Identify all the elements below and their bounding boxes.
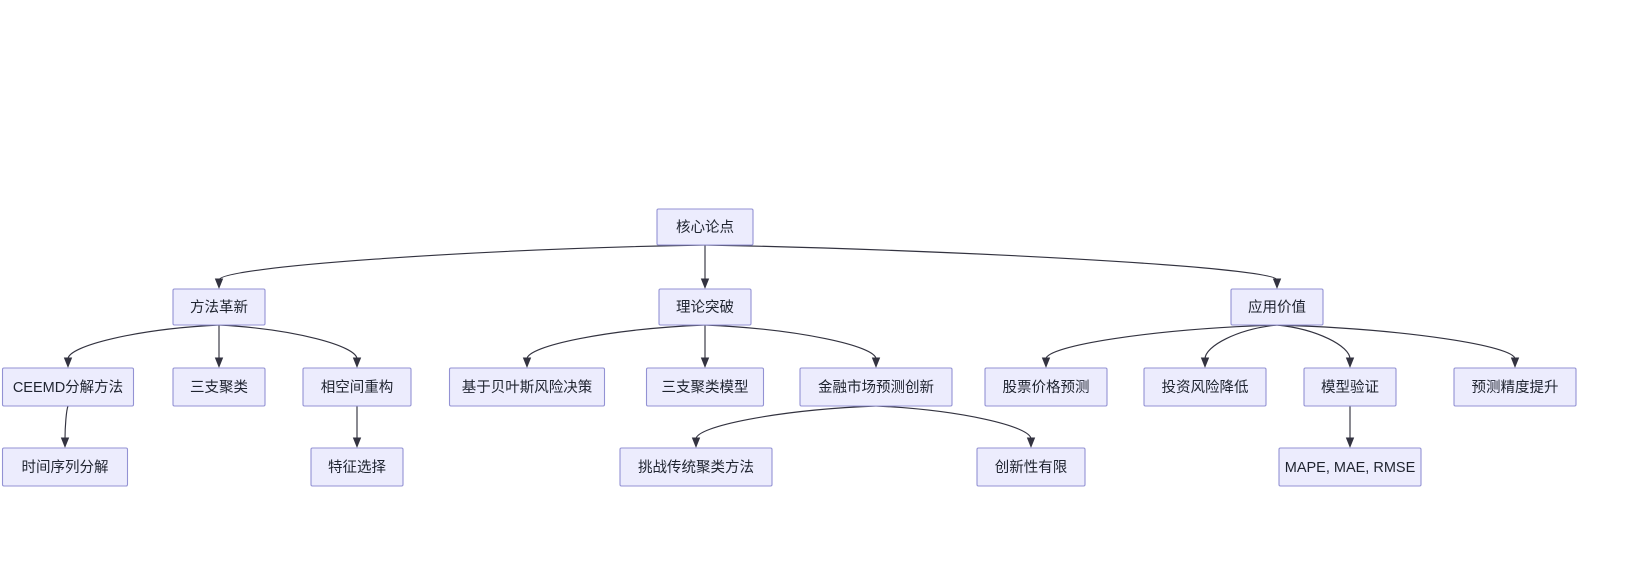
- node-n6[interactable]: 相空间重构: [302, 367, 412, 407]
- node-n9[interactable]: 金融市场预测创新: [799, 367, 953, 407]
- node-box[interactable]: [310, 447, 404, 487]
- node-label: 预测精度提升: [1472, 379, 1559, 396]
- node-box[interactable]: [1230, 288, 1324, 326]
- node-n17[interactable]: 创新性有限: [976, 447, 1086, 487]
- node-label: 股票价格预测: [1003, 379, 1090, 396]
- node-box[interactable]: [1453, 367, 1577, 407]
- arrowhead-n0-to-n3: [1272, 278, 1282, 289]
- node-n14[interactable]: 时间序列分解: [1, 447, 129, 487]
- node-n1[interactable]: 方法革新: [172, 288, 266, 326]
- arrowhead-n6-to-n15: [352, 437, 362, 448]
- node-box[interactable]: [656, 208, 754, 246]
- arrowhead-n9-to-n17: [1026, 437, 1036, 448]
- edge-n9-to-n16: [695, 405, 877, 440]
- arrowhead-n3-to-n11: [1200, 357, 1210, 368]
- node-label: 理论突破: [676, 299, 734, 316]
- node-box[interactable]: [1, 447, 129, 487]
- arrowhead-n1-to-n4: [63, 357, 73, 368]
- node-box[interactable]: [619, 447, 773, 487]
- node-box[interactable]: [302, 367, 412, 407]
- node-n18[interactable]: MAPE, MAE, RMSE: [1278, 447, 1422, 487]
- node-n7[interactable]: 基于贝叶斯风险决策: [448, 367, 606, 407]
- node-n3[interactable]: 应用价值: [1230, 288, 1324, 326]
- edge-n3-to-n13: [1276, 324, 1516, 360]
- node-box[interactable]: [799, 367, 953, 407]
- node-box[interactable]: [448, 367, 606, 407]
- arrowhead-n3-to-n12: [1345, 357, 1355, 368]
- node-label: 三支聚类: [190, 379, 248, 396]
- node-label: 挑战传统聚类方法: [638, 459, 754, 476]
- node-label: 创新性有限: [995, 459, 1068, 476]
- node-box[interactable]: [658, 288, 752, 326]
- node-n12[interactable]: 模型验证: [1303, 367, 1397, 407]
- node-n2[interactable]: 理论突破: [658, 288, 752, 326]
- edge-n1-to-n6: [218, 324, 358, 360]
- node-label: 时间序列分解: [22, 459, 109, 476]
- node-label: 特征选择: [328, 459, 386, 476]
- node-n4[interactable]: CEEMD分解方法: [1, 367, 135, 407]
- arrowhead-n1-to-n5: [214, 357, 224, 368]
- node-label: 核心论点: [676, 219, 734, 236]
- node-label: 三支聚类模型: [662, 379, 749, 396]
- arrowhead-n2-to-n8: [700, 357, 710, 368]
- node-box[interactable]: [1278, 447, 1422, 487]
- edge-n3-to-n12: [1276, 324, 1351, 360]
- node-box[interactable]: [1143, 367, 1267, 407]
- edge-n3-to-n11: [1204, 324, 1278, 360]
- node-label: 相空间重构: [321, 379, 394, 396]
- node-box[interactable]: [645, 367, 765, 407]
- node-label: CEEMD分解方法: [13, 379, 123, 396]
- arrowhead-n2-to-n9: [871, 357, 881, 368]
- arrowhead-n12-to-n18: [1345, 437, 1355, 448]
- arrowhead-n0-to-n2: [700, 278, 710, 289]
- node-n8[interactable]: 三支聚类模型: [645, 367, 765, 407]
- node-box[interactable]: [1, 367, 135, 407]
- edge-n2-to-n7: [526, 324, 706, 360]
- node-n11[interactable]: 投资风险降低: [1143, 367, 1267, 407]
- arrowhead-n3-to-n13: [1510, 357, 1520, 368]
- edge-n0-to-n1: [218, 244, 706, 281]
- edge-n1-to-n4: [67, 324, 220, 360]
- arrowhead-n3-to-n10: [1041, 357, 1051, 368]
- arrowhead-n1-to-n6: [352, 357, 362, 368]
- node-n5[interactable]: 三支聚类: [172, 367, 266, 407]
- edge-n3-to-n10: [1045, 324, 1278, 360]
- node-n16[interactable]: 挑战传统聚类方法: [619, 447, 773, 487]
- node-box[interactable]: [984, 367, 1108, 407]
- node-n15[interactable]: 特征选择: [310, 447, 404, 487]
- arrowhead-n2-to-n7: [522, 357, 532, 368]
- node-label: 方法革新: [190, 299, 248, 316]
- edge-n0-to-n3: [704, 244, 1278, 281]
- node-label: 应用价值: [1248, 298, 1306, 316]
- node-box[interactable]: [172, 367, 266, 407]
- node-n10[interactable]: 股票价格预测: [984, 367, 1108, 407]
- node-label: 金融市场预测创新: [818, 379, 934, 396]
- node-n0[interactable]: 核心论点: [656, 208, 754, 246]
- edge-n9-to-n17: [875, 405, 1032, 440]
- node-box[interactable]: [976, 447, 1086, 487]
- edge-n4-to-n14: [64, 405, 69, 440]
- arrowhead-n4-to-n14: [60, 437, 70, 448]
- node-box[interactable]: [172, 288, 266, 326]
- arrowhead-n0-to-n1: [214, 278, 224, 289]
- node-label: 基于贝叶斯风险决策: [462, 379, 593, 396]
- node-n13[interactable]: 预测精度提升: [1453, 367, 1577, 407]
- edge-n2-to-n9: [704, 324, 877, 360]
- node-label: MAPE, MAE, RMSE: [1285, 460, 1416, 476]
- node-box[interactable]: [1303, 367, 1397, 407]
- node-label: 模型验证: [1321, 379, 1379, 396]
- edges-layer: [60, 244, 1520, 448]
- node-label: 投资风险降低: [1162, 379, 1249, 396]
- arrowhead-n9-to-n16: [691, 437, 701, 448]
